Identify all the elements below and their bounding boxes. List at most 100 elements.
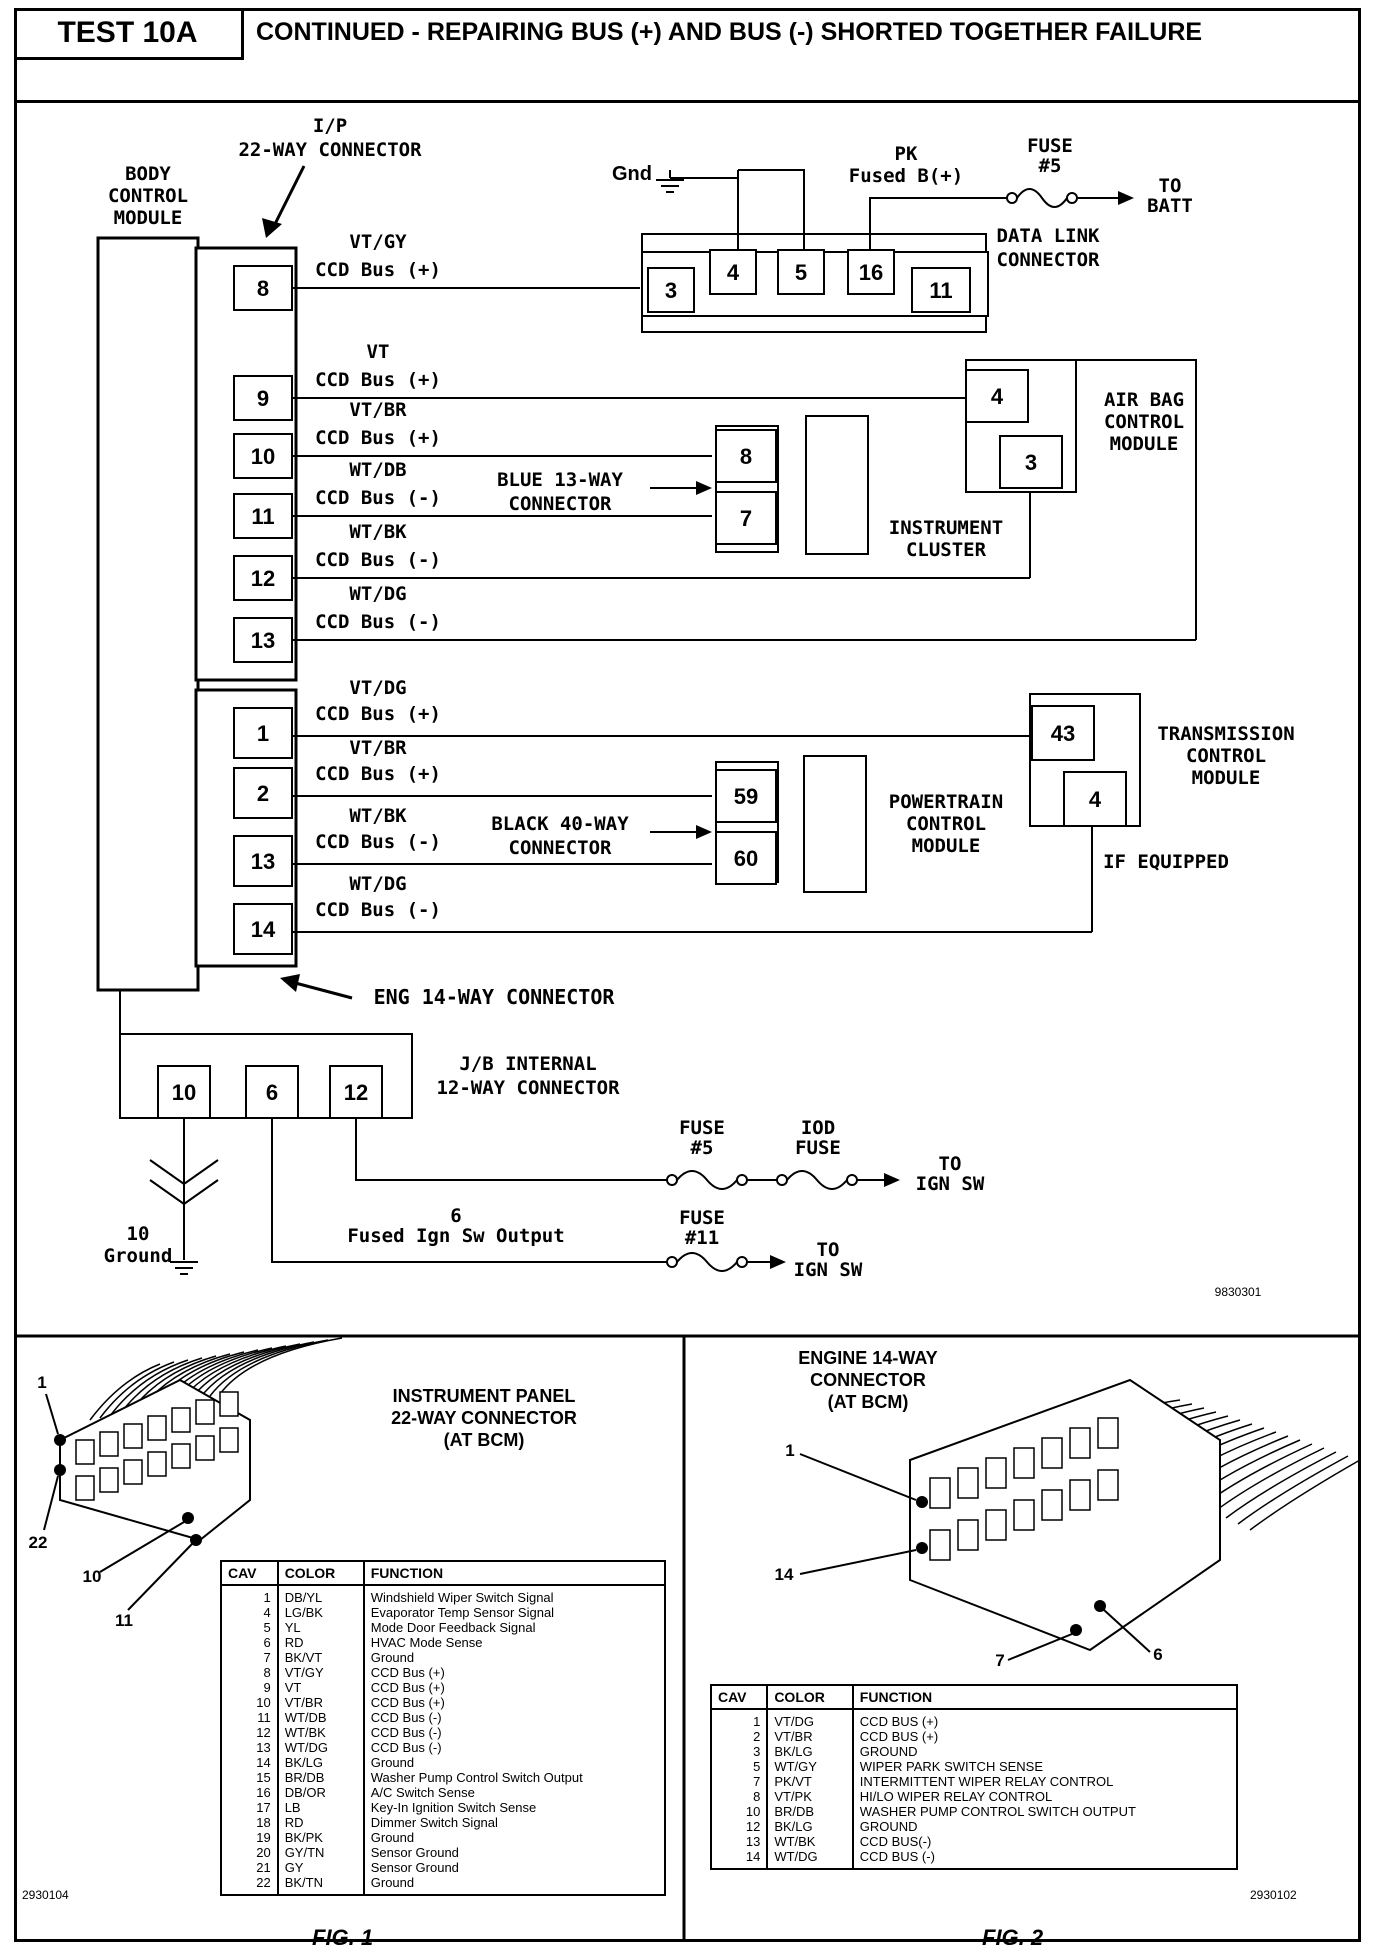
fig1-cell-color: WT/BK (276, 1725, 364, 1740)
airbag-pin-3 (999, 435, 1063, 489)
wire-bus-eng-2: CCD Bus (+) (315, 763, 441, 785)
page-frame (14, 8, 1361, 1942)
fig2-cell-color: BK/LG (766, 1744, 853, 1759)
fig1-cell-cav: 16 (220, 1785, 278, 1800)
fig1-leader (99, 1521, 185, 1573)
pk-wire (869, 197, 1010, 250)
gnd-label: Gnd (612, 163, 652, 185)
wire-bus-ip-10: CCD Bus (+) (315, 427, 441, 449)
fig2-cell-color: WT/BK (766, 1834, 853, 1849)
eng-pin-14-label: 14 (251, 917, 276, 942)
tcm-pin-4 (1063, 771, 1127, 827)
fig2-cavity (1013, 1499, 1035, 1531)
cluster-pin-7-label: 7 (740, 506, 752, 531)
eng-pin-14 (233, 903, 293, 955)
eng-pin-13-label: 13 (251, 849, 275, 874)
fig1-cell-cav: 1 (220, 1585, 278, 1605)
fig2-header-function: FUNCTION (851, 1684, 1239, 1710)
ip-pin-9-label: 9 (257, 386, 269, 411)
fig2-cavity (1013, 1447, 1035, 1479)
ip-pin-11-label: 11 (251, 504, 274, 529)
fig2-connector-body (909, 1378, 1221, 1652)
eng-connector-arrowhead (280, 974, 300, 992)
fig2-cell-cav: 2 (709, 1729, 768, 1744)
wire-bus-ip-8: CCD Bus (+) (315, 259, 441, 281)
ground-splice (149, 1159, 219, 1186)
fig1-cell-function: Ground (362, 1875, 665, 1895)
fig1-cell-color: VT (276, 1680, 364, 1695)
fig2-cell-color: BR/DB (766, 1804, 853, 1819)
page-title: CONTINUED - REPAIRING BUS (+) AND BUS (-… (256, 18, 1203, 46)
eng-pin-13 (233, 835, 293, 887)
fig1-cell-color: LG/BK (276, 1605, 364, 1620)
fig2-cell-function: INTERMITTENT WIPER RELAY CONTROL (851, 1774, 1237, 1789)
fig1-cell-cav: 21 (220, 1860, 278, 1875)
fig1-cell-cav: 7 (220, 1650, 278, 1665)
fig2-leader (1103, 1609, 1151, 1653)
gnd-bridge (738, 169, 805, 250)
fig1-cell-function: Mode Door Feedback Signal (362, 1620, 665, 1635)
to-batt-arrowhead (1118, 191, 1134, 205)
fig2-cell-color: PK/VT (766, 1774, 853, 1789)
fig2-cell-cav: 8 (709, 1789, 768, 1804)
fig1-callout-11: 11 (115, 1611, 133, 1630)
body-control-module-box (96, 236, 200, 992)
fig2-cavity (1041, 1489, 1063, 1521)
fig1-cell-function: CCD Bus (-) (362, 1725, 665, 1740)
tcm-pin-43 (1031, 705, 1095, 761)
ip-pin-13-label: 13 (251, 628, 275, 653)
ground-splice (149, 1179, 219, 1206)
fuse-5-bottom-label: FUSE#5 (679, 1117, 725, 1159)
fig2-image-id: 2930102 (1250, 1888, 1297, 1902)
fig1-header-color: COLOR (276, 1560, 365, 1586)
fig1-cell-function: Sensor Ground (362, 1845, 665, 1860)
airbag-pin-3-label: 3 (1025, 450, 1037, 475)
fig1-pin-11-dot (190, 1534, 202, 1546)
ip-connector-pointer (272, 165, 306, 227)
tcm-pin-4-label: 4 (1089, 787, 1102, 812)
fig1-cavity (171, 1443, 191, 1469)
fig1-callout-22: 22 (29, 1533, 48, 1552)
fig1-cell-cav: 19 (220, 1830, 278, 1845)
fig2-cell-function: CCD BUS (+) (851, 1709, 1237, 1729)
fig1-callout-10: 10 (83, 1567, 102, 1586)
fig2-cell-cav: 3 (709, 1744, 768, 1759)
tcm-pin-43-label: 43 (1051, 721, 1075, 746)
fig2-cavity (1069, 1427, 1091, 1459)
fig2-cell-cav: 10 (709, 1804, 768, 1819)
fig1-cell-color: WT/DG (276, 1740, 364, 1755)
cluster-pin-8-label: 8 (740, 444, 752, 469)
fig2-cavity (1069, 1479, 1091, 1511)
fig1-cavity (195, 1435, 215, 1461)
fig2-cell-function: GROUND (851, 1744, 1237, 1759)
fig1-pin-22-dot (54, 1464, 66, 1476)
fig1-cell-cav: 13 (220, 1740, 278, 1755)
to-ign-2-arrowhead (770, 1255, 786, 1269)
fig2-cell-function: WASHER PUMP CONTROL SWITCH OUTPUT (851, 1804, 1237, 1819)
fig1-pin-1-dot (54, 1434, 66, 1446)
fig1-cell-function: HVAC Mode Sense (362, 1635, 665, 1650)
fig2-cell-function: WIPER PARK SWITCH SENSE (851, 1759, 1237, 1774)
fig1-cell-function: Evaporator Temp Sensor Signal (362, 1605, 665, 1620)
fig1-cell-cav: 15 (220, 1770, 278, 1785)
fig1-wire-strand (109, 1359, 189, 1417)
fig2-cell-function: GROUND (851, 1819, 1237, 1834)
fig1-cell-function: CCD Bus (-) (362, 1740, 665, 1755)
wire-color-ip-9: VT (367, 341, 390, 363)
iod-fuse-terminal (776, 1174, 788, 1186)
fig1-pin-10-dot (182, 1512, 194, 1524)
